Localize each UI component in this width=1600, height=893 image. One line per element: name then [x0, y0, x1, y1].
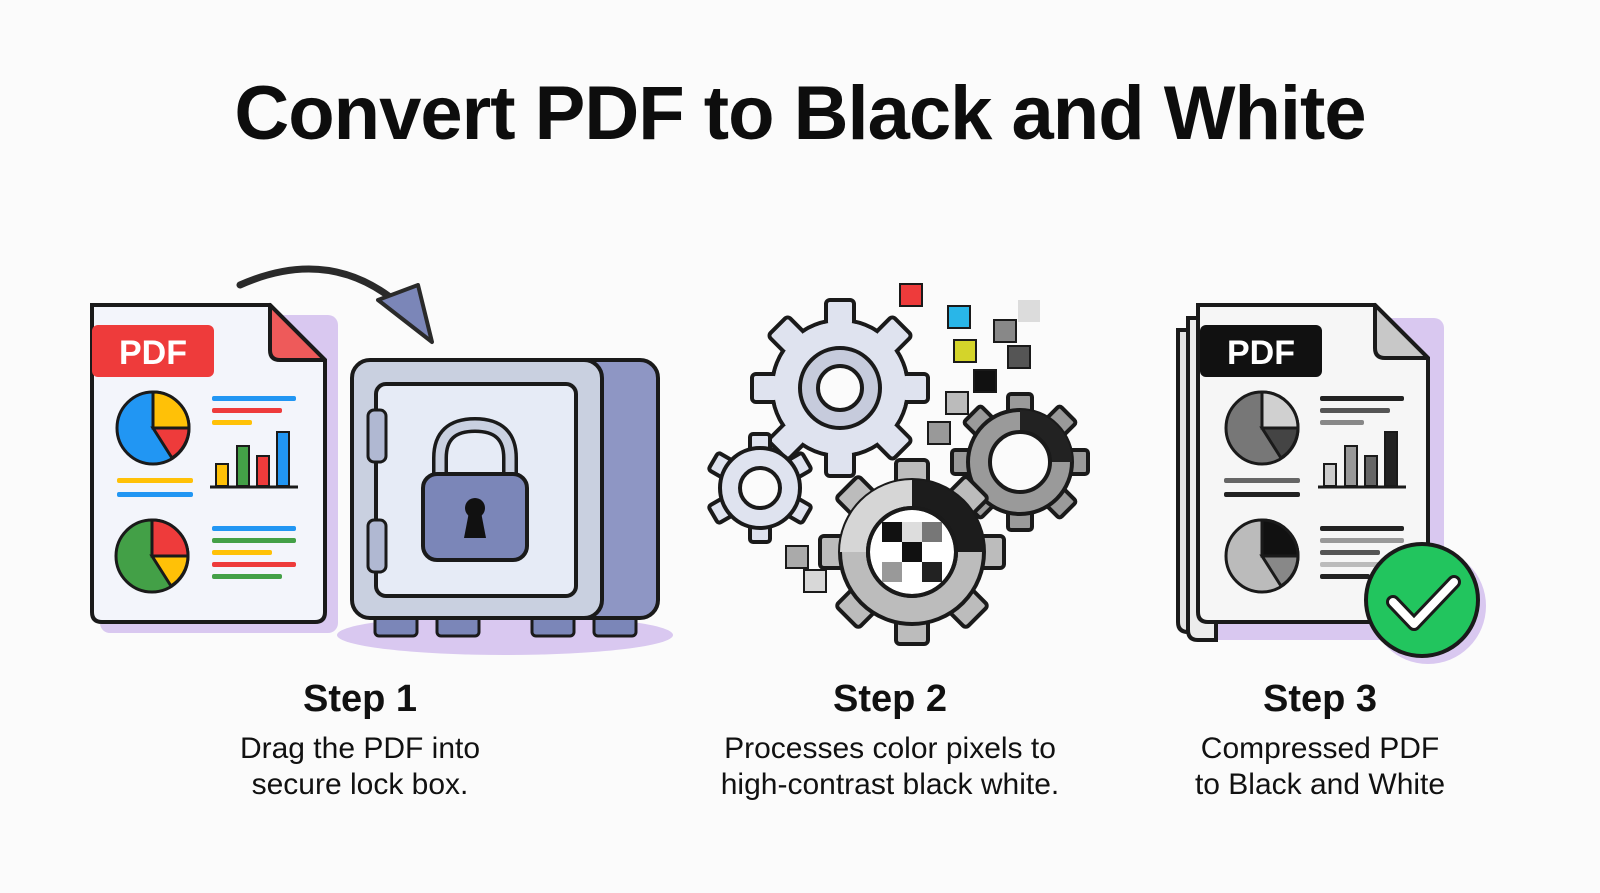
bw-pdf-document-icon: PDF [1176, 303, 1444, 642]
checkmark-icon [1364, 542, 1486, 664]
step-2: Step 2 Processes color pixels to high-co… [670, 678, 1110, 803]
step-1: Step 1 Drag the PDF into secure lock box… [180, 678, 540, 803]
step-3-title: Step 3 [1262, 678, 1378, 720]
step-1-title: Step 1 [302, 678, 418, 720]
pdf-badge-bw: PDF [1227, 334, 1295, 372]
step-3-desc-line2: to Black and White [1194, 768, 1446, 801]
step-2-desc-line2: high-contrast black white. [720, 768, 1060, 801]
safe-lock-icon [337, 358, 673, 655]
step-3-desc-line1: Compressed PDF [1200, 732, 1440, 765]
step-2-desc-line1: Processes color pixels to [724, 732, 1056, 765]
page-title: Convert PDF to Black and White [234, 71, 1366, 156]
pdf-document-icon: PDF [90, 303, 338, 633]
pixel-squares-icon [785, 283, 1040, 593]
step-2-title: Step 2 [832, 678, 948, 720]
step-3: Step 3 Compressed PDF to Black and White [1160, 678, 1480, 803]
gears-icon [707, 298, 1090, 646]
curved-arrow-icon [236, 265, 434, 344]
pdf-badge-color: PDF [119, 334, 187, 372]
step-1-desc-line1: Drag the PDF into [239, 732, 481, 765]
step-1-desc-line2: secure lock box. [251, 768, 469, 801]
